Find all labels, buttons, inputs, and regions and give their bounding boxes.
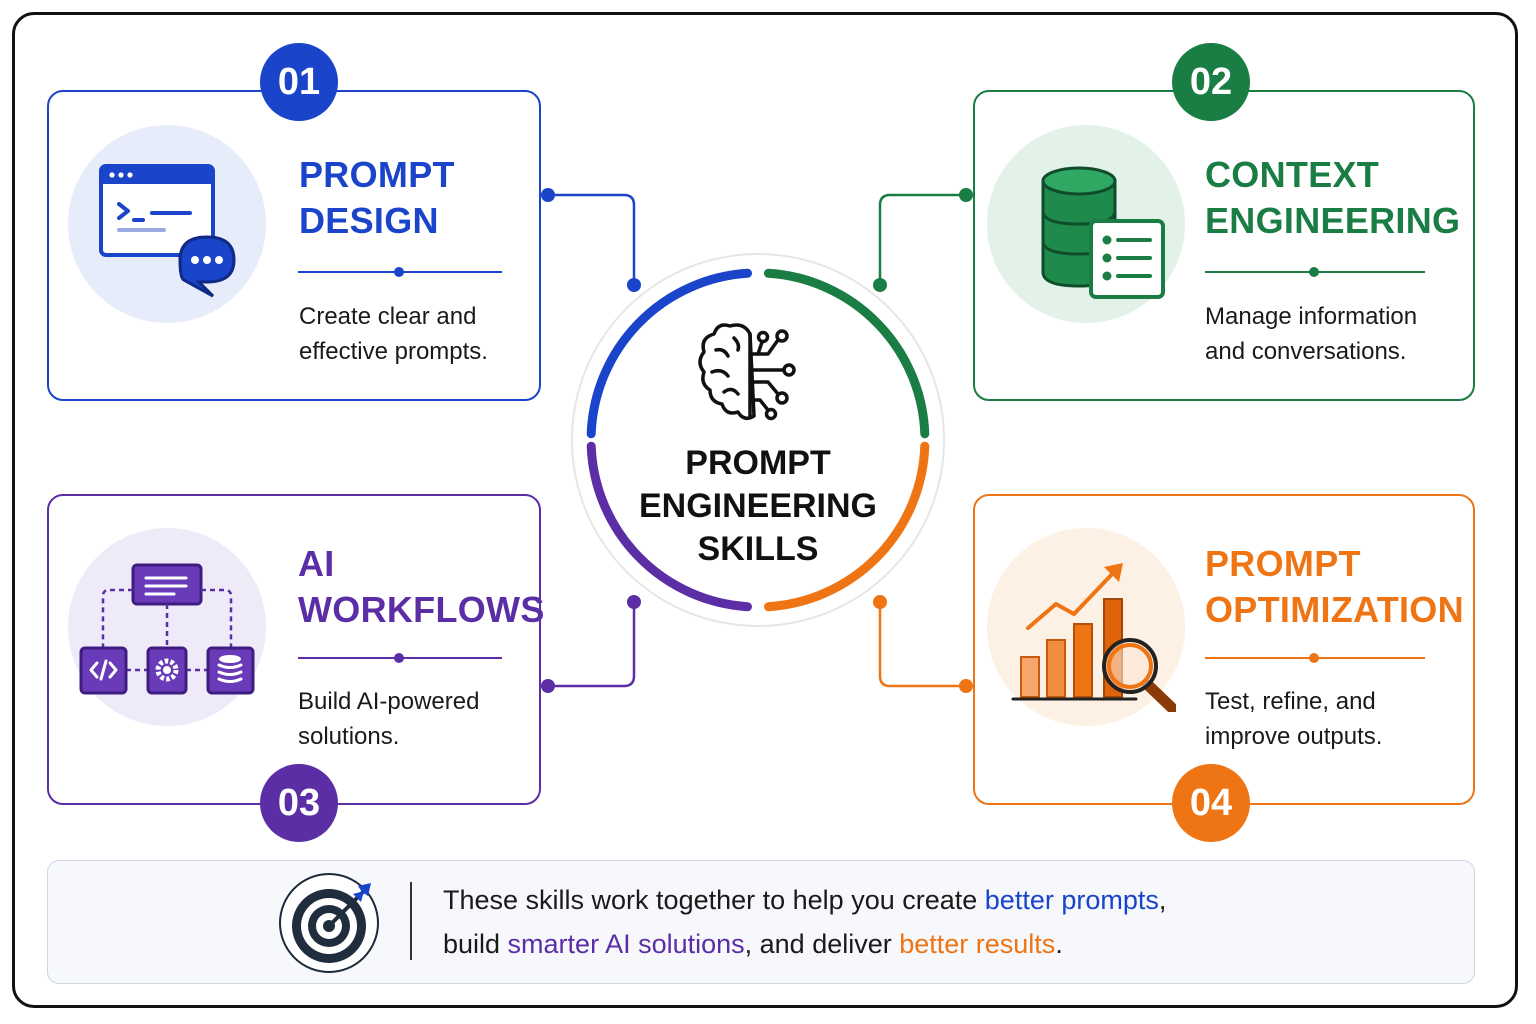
title-divider <box>298 267 502 277</box>
title-divider <box>1205 653 1425 663</box>
hub-arc-green <box>764 268 930 439</box>
highlight-smarter-ai: smarter AI solutions <box>507 929 745 959</box>
database-list-icon <box>987 125 1185 323</box>
hub-arc-purple <box>586 441 752 612</box>
skill-title: AI WORKFLOWS <box>298 543 545 630</box>
title-divider <box>1205 267 1425 277</box>
step-number-badge: 04 <box>1172 764 1250 842</box>
center-title: PROMPT ENGINEERING SKILLS <box>638 444 878 568</box>
footer-divider <box>410 882 412 960</box>
hub-arc-orange <box>764 441 930 612</box>
hub-arc-blue <box>586 268 752 439</box>
growth-chart-magnifier-icon <box>987 528 1185 726</box>
skill-description: Build AI-powered solutions. <box>298 688 480 750</box>
brain-circuit-icon <box>698 323 796 421</box>
skill-description: Test, refine, and improve outputs. <box>1205 688 1383 750</box>
skill-title: PROMPT DESIGN <box>299 154 455 241</box>
target-arrow-icon <box>279 873 379 973</box>
step-number-badge: 03 <box>260 764 338 842</box>
step-number-badge: 02 <box>1172 43 1250 121</box>
step-number-badge: 01 <box>260 43 338 121</box>
summary-line1: These skills work together to help you c… <box>443 885 1167 915</box>
highlight-better-results: better results <box>899 929 1056 959</box>
terminal-window-chat-icon <box>68 125 266 323</box>
skill-title: CONTEXT ENGINEERING <box>1205 154 1461 241</box>
center-hub <box>571 253 945 627</box>
summary-text: These skills work together to help you c… <box>443 878 1343 966</box>
skill-title: PROMPT OPTIMIZATION <box>1205 543 1464 630</box>
skill-description: Manage information and conversations. <box>1205 303 1418 365</box>
workflow-diagram-icon <box>68 528 266 726</box>
summary-line2: build smarter AI solutions, and deliver … <box>443 929 1063 959</box>
highlight-better-prompts: better prompts <box>984 885 1159 915</box>
title-divider <box>298 653 502 663</box>
skill-description: Create clear and effective prompts. <box>299 303 488 365</box>
